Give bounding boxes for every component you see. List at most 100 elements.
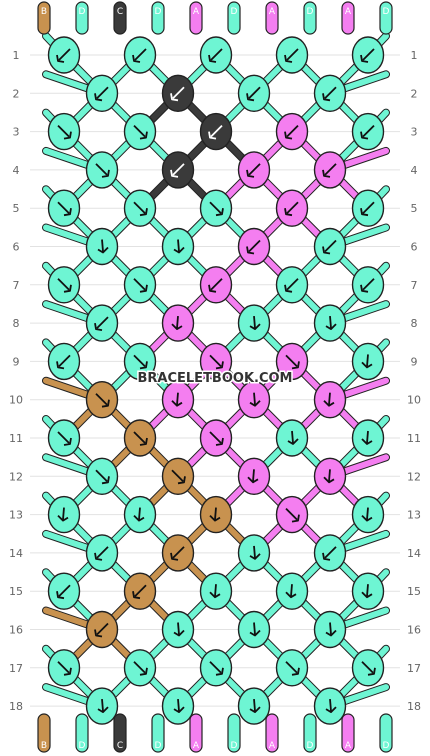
arrow-down-right-icon-head xyxy=(63,284,72,293)
row-number-left: 7 xyxy=(13,279,20,292)
knot xyxy=(237,687,271,725)
knot xyxy=(85,610,119,649)
knot xyxy=(199,495,233,534)
reverse-left-icon-head xyxy=(57,514,69,522)
arrow-down-left-icon-head xyxy=(284,208,293,217)
strand-letter-label: A xyxy=(345,741,352,751)
reverse-left-icon-head xyxy=(209,591,221,599)
knot xyxy=(313,687,347,725)
arrow-down-right-icon xyxy=(361,661,374,674)
arrow-down-left-icon xyxy=(172,546,185,559)
arrow-down-right-icon xyxy=(133,431,146,444)
row-number-left: 18 xyxy=(9,700,23,713)
knot xyxy=(351,419,385,457)
knot xyxy=(237,610,271,649)
knot xyxy=(199,189,233,227)
reverse-left-icon xyxy=(366,584,369,597)
arrow-down-left-icon xyxy=(324,546,337,559)
knot xyxy=(161,304,195,342)
arrow-down-right-icon xyxy=(133,661,146,674)
knot xyxy=(313,457,347,495)
knot xyxy=(275,266,309,304)
row-number-left: 13 xyxy=(9,509,23,522)
arrow-down-left-icon xyxy=(248,163,261,176)
knot xyxy=(275,419,309,457)
knot xyxy=(161,227,195,266)
arrow-down-left-icon xyxy=(172,163,185,176)
knot xyxy=(351,266,385,304)
arrow-down-right-icon xyxy=(133,278,146,291)
arrow-down-right-icon xyxy=(209,201,222,214)
arrow-down-left-icon xyxy=(96,316,109,329)
knot xyxy=(47,572,81,610)
arrow-down-left-icon xyxy=(134,48,147,61)
strand-letter-label: C xyxy=(117,741,123,751)
arrow-down-right-icon-head xyxy=(291,667,300,676)
knot xyxy=(161,381,195,419)
knot xyxy=(199,649,233,687)
reverse-left-icon-head xyxy=(133,514,145,522)
arrow-down-left-icon xyxy=(210,124,223,138)
reverse-right-icon xyxy=(253,392,256,405)
reverse-left-icon-head xyxy=(323,476,335,484)
reverse-left-icon-head xyxy=(361,361,373,369)
knot xyxy=(123,189,157,227)
strand-letter-label: A xyxy=(193,7,200,17)
arrow-down-left-icon-head xyxy=(208,131,217,140)
strand-bottom-end xyxy=(265,713,279,753)
arrow-down-right-icon-head xyxy=(291,361,300,370)
row-number-left: 4 xyxy=(13,164,20,177)
row-number-right: 5 xyxy=(411,202,418,215)
strand-bottom-end xyxy=(75,713,89,753)
strand-letter-label: D xyxy=(231,741,238,751)
row-number-left: 16 xyxy=(9,624,23,637)
strand-letter-label: A xyxy=(345,7,352,17)
reverse-right-icon xyxy=(329,316,332,329)
reverse-right-icon-head xyxy=(249,400,261,407)
knot xyxy=(237,381,271,419)
arrow-down-left-icon-head xyxy=(170,552,179,561)
knot xyxy=(161,610,195,649)
knot xyxy=(199,419,233,457)
reverse-left-icon-head xyxy=(171,400,183,407)
arrow-down-right-icon-head xyxy=(139,361,148,370)
reverse-right-icon xyxy=(253,316,256,329)
strand-letter-label: D xyxy=(231,7,238,17)
reverse-left-icon xyxy=(252,469,255,482)
arrow-down-right-icon xyxy=(133,354,146,368)
reverse-right-icon xyxy=(329,699,332,712)
knot xyxy=(313,74,347,113)
knot xyxy=(123,572,157,610)
knot-grid xyxy=(47,36,385,725)
knot xyxy=(85,151,119,189)
strand-top-end xyxy=(379,1,393,35)
arrow-down-right-icon-head xyxy=(139,131,148,140)
knot xyxy=(313,534,347,572)
arrow-down-left-icon-head xyxy=(246,246,255,255)
arrow-down-right-icon-head xyxy=(63,131,72,140)
arrow-down-right-icon-head xyxy=(63,437,72,446)
arrow-down-left-icon-head xyxy=(94,629,103,638)
knot xyxy=(47,36,81,74)
knot xyxy=(199,572,233,610)
knot xyxy=(85,74,119,113)
strand-top-end xyxy=(265,1,279,35)
strand-bottom-end xyxy=(341,713,355,753)
row-number-right: 16 xyxy=(407,624,421,637)
arrow-down-right-icon xyxy=(285,354,298,368)
knot xyxy=(123,495,157,534)
knot xyxy=(313,381,347,419)
knot xyxy=(351,495,385,534)
strand-top-end xyxy=(227,1,241,35)
arrow-down-left-icon-head xyxy=(170,93,179,102)
strand-bottom-end xyxy=(227,713,241,753)
knot xyxy=(237,457,271,495)
row-number-left: 15 xyxy=(9,585,23,598)
arrow-down-left-icon-head xyxy=(360,208,369,217)
row-number-left: 12 xyxy=(9,470,23,483)
arrow-down-left-icon xyxy=(324,239,337,253)
knot xyxy=(275,189,309,227)
reverse-left-icon xyxy=(176,392,179,405)
